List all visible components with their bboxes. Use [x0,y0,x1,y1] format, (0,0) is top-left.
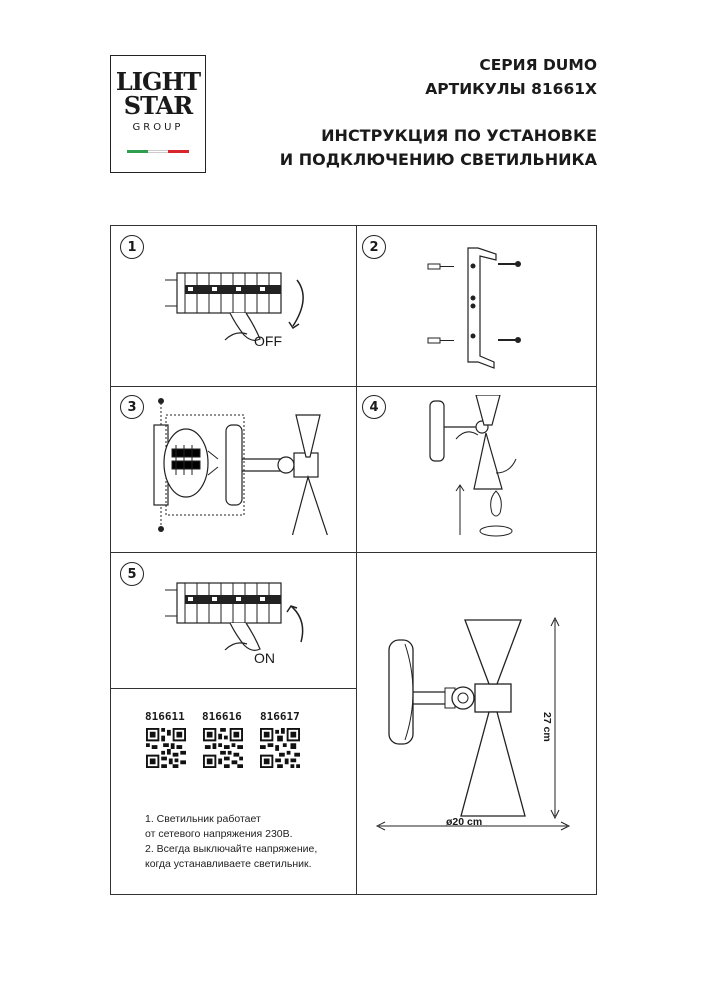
step-5-breaker-illustration [165,582,304,651]
note-line-2: от сетевого напряжения 230В. [145,828,293,840]
step-3-wiring-illustration [153,398,328,535]
step-5-on-label: ON [254,650,275,666]
qr-code-icon [146,728,186,768]
qr-code-icon [203,728,243,768]
grid-divider-vertical [356,225,358,895]
article-code-3: 816617 [260,710,300,723]
step-4-badge: 4 [362,395,386,419]
step-3-badge: 3 [120,395,144,419]
note-line-1: 1. Светильник работает [145,813,261,825]
step-2-badge: 2 [362,235,386,259]
qr-code-icon [260,728,300,768]
diameter-dimension-label: ø20 cm [446,816,483,828]
note-line-3: 2. Всегда выключайте напряжение, [145,843,318,855]
lamp-dimension-illustration [375,616,571,831]
article-code-1: 816611 [145,710,185,723]
article-code-2: 816616 [202,710,242,723]
note-line-4: когда устанавливаете светильник. [145,858,312,870]
articles-title: АРТИКУЛЫ 81661X [425,80,597,98]
instruction-grid [110,225,597,895]
logo-line2: STAR [123,91,193,120]
grid-divider-row2 [110,552,597,554]
step-1-breaker-illustration [165,272,304,341]
step-2-bracket-illustration [427,247,521,369]
step-1-badge: 1 [120,235,144,259]
brand-logo: LIGHT STAR GROUP [110,55,206,173]
instruction-title-line1: ИНСТРУКЦИЯ ПО УСТАНОВКЕ [321,126,597,145]
series-title: СЕРИЯ DUMO [479,56,597,74]
grid-divider-row1 [110,386,597,388]
italian-flag-icon [127,150,190,153]
logo-line1: LIGHT [115,67,201,96]
step-5-badge: 5 [120,562,144,586]
logo-line3: GROUP [132,122,184,133]
step-4-lamp-illustration [429,395,517,537]
grid-divider-row3-left [110,688,357,690]
height-dimension-label: 27 cm [541,712,553,742]
instruction-title-line2: И ПОДКЛЮЧЕНИЮ СВЕТИЛЬНИКА [279,150,597,169]
step-1-off-label: OFF [254,333,282,349]
installation-notes: 1. Светильник работает от сетевого напря… [145,812,355,872]
